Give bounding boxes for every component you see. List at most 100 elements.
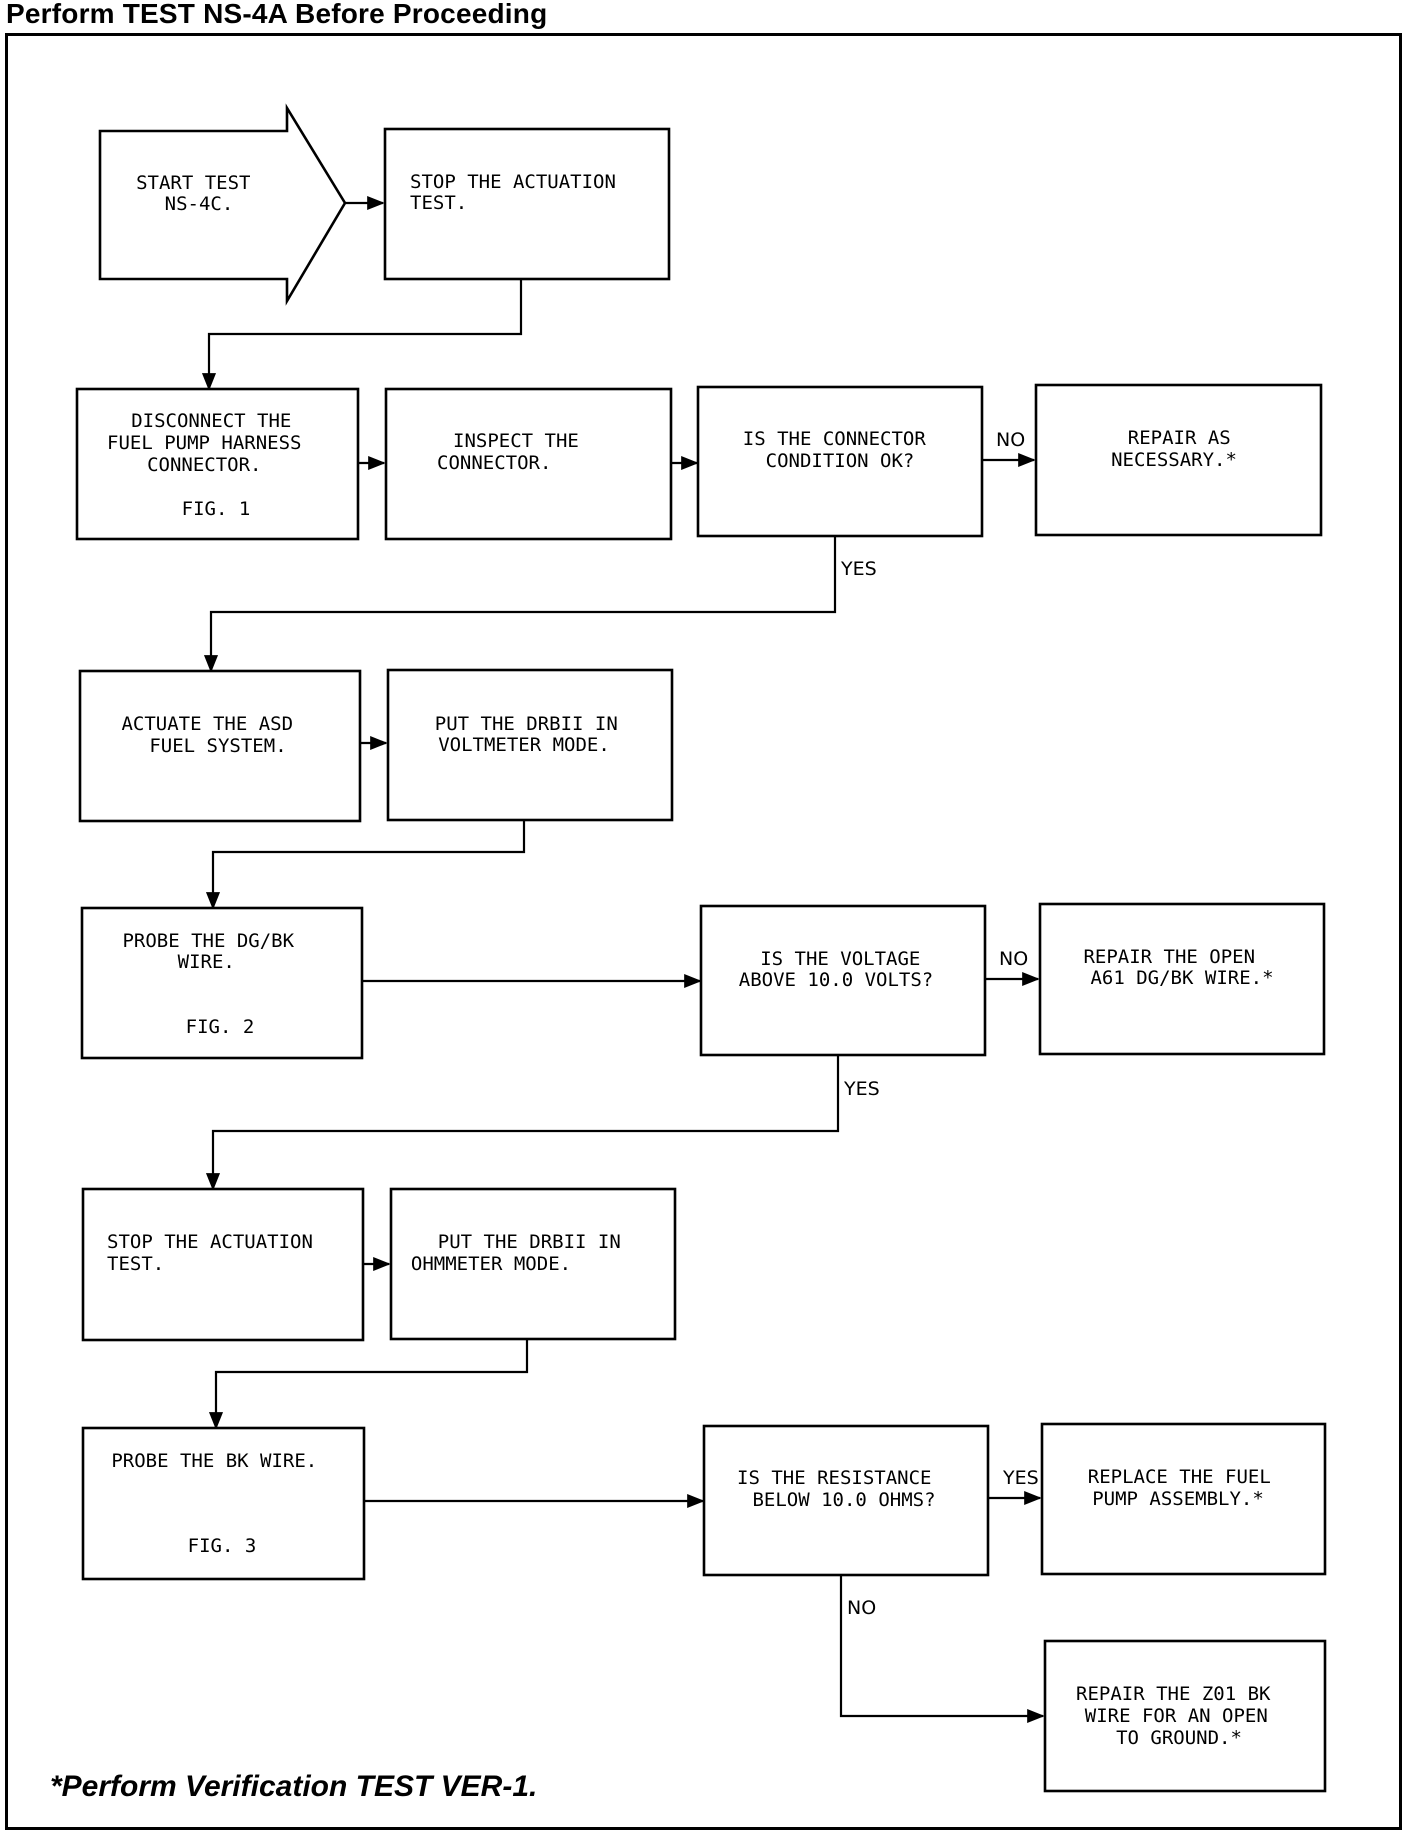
node-start: START TEST NS-4C. xyxy=(98,103,347,306)
node-box xyxy=(81,1426,366,1581)
node-replace-pump-line-1: REPLACE THE FUEL xyxy=(1088,1466,1271,1488)
node-stop-actuation-1: STOP THE ACTUATION TEST. xyxy=(383,127,671,281)
node-voltmeter-mode: PUT THE DRBII IN VOLTMETER MODE. xyxy=(386,668,674,822)
node-box xyxy=(81,1187,365,1342)
edge-label-yes-1: YES xyxy=(840,558,877,580)
edge-voltage-yes-stop xyxy=(205,1055,840,1191)
node-probe-bk-line-1: PROBE THE BK WIRE. xyxy=(111,1450,317,1472)
node-connector-ok-line-2: CONDITION OK? xyxy=(766,450,915,472)
start-arrow-shape xyxy=(98,103,347,306)
svg-text:DISCONNECT THE FUEL PUMP: DISCONNECT THE FUEL PUMP HARNESS CONNECT… xyxy=(107,410,313,520)
svg-text:REPAIR THE Z01 BK WIRE F: REPAIR THE Z01 BK WIRE FOR AN OPEN TO GR… xyxy=(1076,1683,1282,1749)
node-replace-pump: REPLACE THE FUEL PUMP ASSEMBLY.* xyxy=(1040,1422,1327,1576)
node-disconnect-fig: FIG. 1 xyxy=(182,498,251,520)
node-stop-actuation-2-line-2: TEST. xyxy=(107,1253,164,1275)
node-box xyxy=(80,906,364,1060)
node-probe-bk: PROBE THE BK WIRE. FIG. 3 xyxy=(81,1426,366,1581)
node-repair-open: REPAIR THE OPEN A61 DG/BK WIRE.* xyxy=(1038,902,1326,1056)
node-voltage-check-line-2: ABOVE 10.0 VOLTS? xyxy=(739,969,933,991)
node-disconnect-line-2: FUEL PUMP HARNESS xyxy=(107,432,301,454)
node-stop-actuation-2: STOP THE ACTUATION TEST. xyxy=(81,1187,365,1342)
node-box xyxy=(1043,1639,1327,1793)
svg-text:PROBE THE BK WIRE. FIG.: PROBE THE BK WIRE. FIG. 3 xyxy=(111,1450,328,1557)
svg-text:PROBE THE DG/BK WIRE.: PROBE THE DG/BK WIRE. FIG. 2 xyxy=(122,930,305,1038)
decision-box xyxy=(696,385,984,538)
connectors xyxy=(201,195,1045,1724)
page-title: Perform TEST NS-4A Before Proceeding xyxy=(6,0,548,29)
svg-text:STOP THE ACTUATION TEST.: STOP THE ACTUATION TEST. xyxy=(107,1231,324,1275)
node-stop-actuation-1-line-2: TEST. xyxy=(410,192,467,214)
node-ohmmeter-mode-line-1: PUT THE DRBII IN xyxy=(438,1231,621,1253)
node-box xyxy=(384,387,673,541)
svg-text:ACTUATE THE ASD FUEL SYS: ACTUATE THE ASD FUEL SYSTEM. xyxy=(121,713,304,757)
edge-label-no-3: NO xyxy=(847,1597,876,1619)
node-inspect-line-2: CONNECTOR. xyxy=(437,452,551,474)
node-resistance-check: IS THE RESISTANCE BELOW 10.0 OHMS? xyxy=(702,1424,990,1577)
node-box xyxy=(386,668,674,822)
node-stop-actuation-2-line-1: STOP THE ACTUATION xyxy=(107,1231,313,1253)
edge-label-yes-2: YES xyxy=(843,1078,880,1100)
node-box xyxy=(1038,902,1326,1056)
node-disconnect: DISCONNECT THE FUEL PUMP HARNESS CONNECT… xyxy=(75,387,360,541)
edge-label-no-2: NO xyxy=(999,948,1028,970)
svg-text:INSPECT THE CONNECTOR.: INSPECT THE CONNECTOR. xyxy=(437,430,590,474)
node-inspect: INSPECT THE CONNECTOR. xyxy=(384,387,673,541)
decision-box xyxy=(702,1424,990,1577)
node-repair-1-line-1: REPAIR AS xyxy=(1128,427,1231,449)
node-ohmmeter-mode-line-2: OHMMETER MODE. xyxy=(411,1253,571,1275)
node-resistance-check-line-1: IS THE RESISTANCE xyxy=(737,1467,931,1489)
edge-ohmmeter-to-probe xyxy=(208,1339,529,1430)
node-voltage-check: IS THE VOLTAGE ABOVE 10.0 VOLTS? xyxy=(699,904,987,1057)
node-probe-dgbk-line-1: PROBE THE DG/BK xyxy=(122,930,294,952)
edge-resistance-no-repair xyxy=(839,1575,1045,1724)
node-repair-z01-line-1: REPAIR THE Z01 BK xyxy=(1076,1683,1271,1705)
node-box xyxy=(75,387,360,541)
node-box xyxy=(383,127,671,281)
svg-text:IS THE RESISTANCE BELOW: IS THE RESISTANCE BELOW 10.0 OHMS? xyxy=(737,1467,943,1511)
edge-label-no-1: NO xyxy=(996,429,1025,451)
edge-label-yes-3: YES xyxy=(1002,1467,1039,1489)
node-probe-dgbk: PROBE THE DG/BK WIRE. FIG. 2 xyxy=(80,906,364,1060)
diagram-frame xyxy=(5,33,1402,1830)
node-voltmeter-mode-line-2: VOLTMETER MODE. xyxy=(438,734,610,756)
node-box xyxy=(1034,383,1323,537)
svg-text:PUT THE DRBII IN OHMMETE: PUT THE DRBII IN OHMMETER MODE. xyxy=(411,1231,632,1275)
decision-box xyxy=(699,904,987,1057)
node-repair-open-line-1: REPAIR THE OPEN xyxy=(1083,946,1255,968)
svg-text:PUT THE DRBII IN VOLTMET: PUT THE DRBII IN VOLTMETER MODE. xyxy=(435,713,629,756)
node-voltmeter-mode-line-1: PUT THE DRBII IN xyxy=(435,713,618,735)
svg-text:REPAIR AS NECESSARY.*: REPAIR AS NECESSARY.* xyxy=(1111,427,1242,471)
node-voltage-check-line-1: IS THE VOLTAGE xyxy=(760,948,920,970)
node-disconnect-line-3: CONNECTOR. xyxy=(147,454,261,476)
node-box xyxy=(1040,1422,1327,1576)
edge-question-yes-actuate xyxy=(203,536,837,673)
node-repair-z01-line-3: TO GROUND.* xyxy=(1116,1727,1242,1749)
node-repair-open-line-2: A61 DG/BK WIRE.* xyxy=(1090,967,1273,989)
edge-stop-to-disconnect xyxy=(201,279,523,391)
node-ohmmeter-mode: PUT THE DRBII IN OHMMETER MODE. xyxy=(389,1187,677,1341)
node-resistance-check-line-2: BELOW 10.0 OHMS? xyxy=(752,1489,935,1511)
footnote: *Perform Verification TEST VER-1. xyxy=(50,1770,538,1803)
svg-text:STOP THE ACTUATION TEST.: STOP THE ACTUATION TEST. xyxy=(410,171,627,214)
node-repair-z01: REPAIR THE Z01 BK WIRE FOR AN OPEN TO GR… xyxy=(1043,1639,1327,1793)
node-inspect-line-1: INSPECT THE xyxy=(453,430,579,452)
svg-text:START TEST NS-4C.: START TEST NS-4C. xyxy=(136,172,262,215)
node-probe-bk-fig: FIG. 3 xyxy=(188,1535,257,1557)
node-actuate-asd-line-1: ACTUATE THE ASD xyxy=(121,713,293,735)
node-start-line-1: START TEST xyxy=(136,172,250,194)
svg-text:REPAIR THE OPEN A61 DG/B: REPAIR THE OPEN A61 DG/BK WIRE.* xyxy=(1083,946,1273,989)
node-repair-1-line-2: NECESSARY.* xyxy=(1111,449,1237,471)
node-actuate-asd: ACTUATE THE ASD FUEL SYSTEM. xyxy=(78,669,362,823)
node-repair-z01-line-2: WIRE FOR AN OPEN xyxy=(1085,1705,1268,1727)
node-actuate-asd-line-2: FUEL SYSTEM. xyxy=(149,735,286,757)
node-repair-1: REPAIR AS NECESSARY.* xyxy=(1034,383,1323,537)
svg-text:REPLACE THE FUEL PUMP AS: REPLACE THE FUEL PUMP ASSEMBLY.* xyxy=(1088,1466,1282,1510)
node-stop-actuation-1-line-1: STOP THE ACTUATION xyxy=(410,171,616,193)
svg-text:IS THE CONNECTOR CONDITI: IS THE CONNECTOR CONDITION OK? xyxy=(743,428,937,472)
node-disconnect-line-1: DISCONNECT THE xyxy=(131,410,291,432)
node-start-line-2: NS-4C. xyxy=(165,193,234,215)
node-box xyxy=(78,669,362,823)
node-probe-dgbk-line-2: WIRE. xyxy=(178,951,235,973)
svg-text:IS THE VOLTAGE ABOVE 10.: IS THE VOLTAGE ABOVE 10.0 VOLTS? xyxy=(739,948,933,991)
